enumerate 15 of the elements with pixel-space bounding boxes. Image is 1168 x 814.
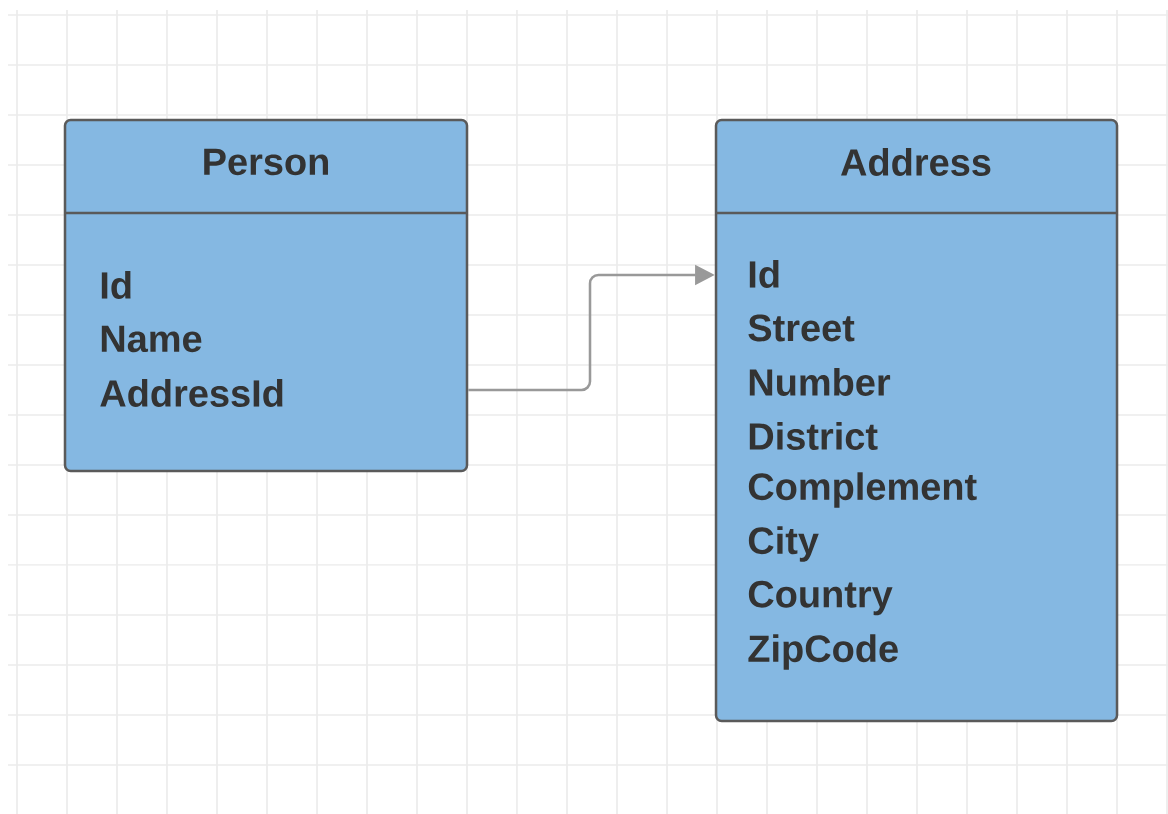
field-name: Country [748, 580, 893, 616]
entity-title: Person [204, 148, 328, 176]
field-name: Name [101, 325, 202, 353]
field-name: City [748, 526, 819, 562]
entity-box [63, 118, 469, 473]
field-name: Complement [748, 472, 977, 508]
entity-box [714, 118, 1119, 723]
field-name: ZipCode [748, 634, 898, 670]
field-name: Id [101, 271, 131, 299]
field-name: Id [749, 260, 779, 288]
entity-title: Address [841, 148, 991, 176]
field-name: District [749, 422, 878, 450]
field-name: AddressId [100, 379, 283, 407]
field-name: Number [749, 368, 891, 396]
field-name: Street [748, 314, 855, 342]
